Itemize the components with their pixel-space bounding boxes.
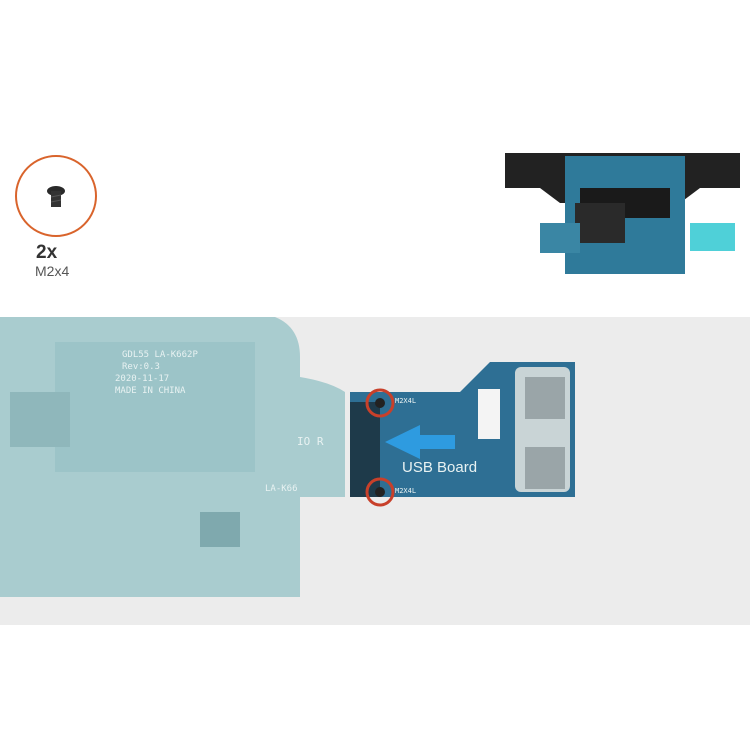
screw-label-top: M2X4L <box>395 397 417 405</box>
silk-date: 2020-11-17 <box>115 374 170 384</box>
illustration-panel: GDL55 LA-K662P Rev:0.3 2020-11-17 MADE I… <box>0 317 750 625</box>
screw-label-bottom: M2X4L <box>395 487 417 495</box>
usb-board-label: USB Board <box>402 459 478 476</box>
screw-quantity: 2x <box>36 242 58 263</box>
silk-rev: Rev:0.3 <box>122 362 160 372</box>
screw-size: M2x4 <box>35 263 70 279</box>
silk-origin: MADE IN CHINA <box>115 386 186 396</box>
silk-model: GDL55 LA-K662P <box>122 350 198 360</box>
system-board-thumbnail <box>505 153 740 274</box>
screw-icon <box>47 186 65 207</box>
silk-io: IO R <box>297 435 324 448</box>
screw-callout <box>15 155 97 237</box>
board-diagram <box>0 317 575 597</box>
silk-la: LA-K66 <box>265 484 298 494</box>
